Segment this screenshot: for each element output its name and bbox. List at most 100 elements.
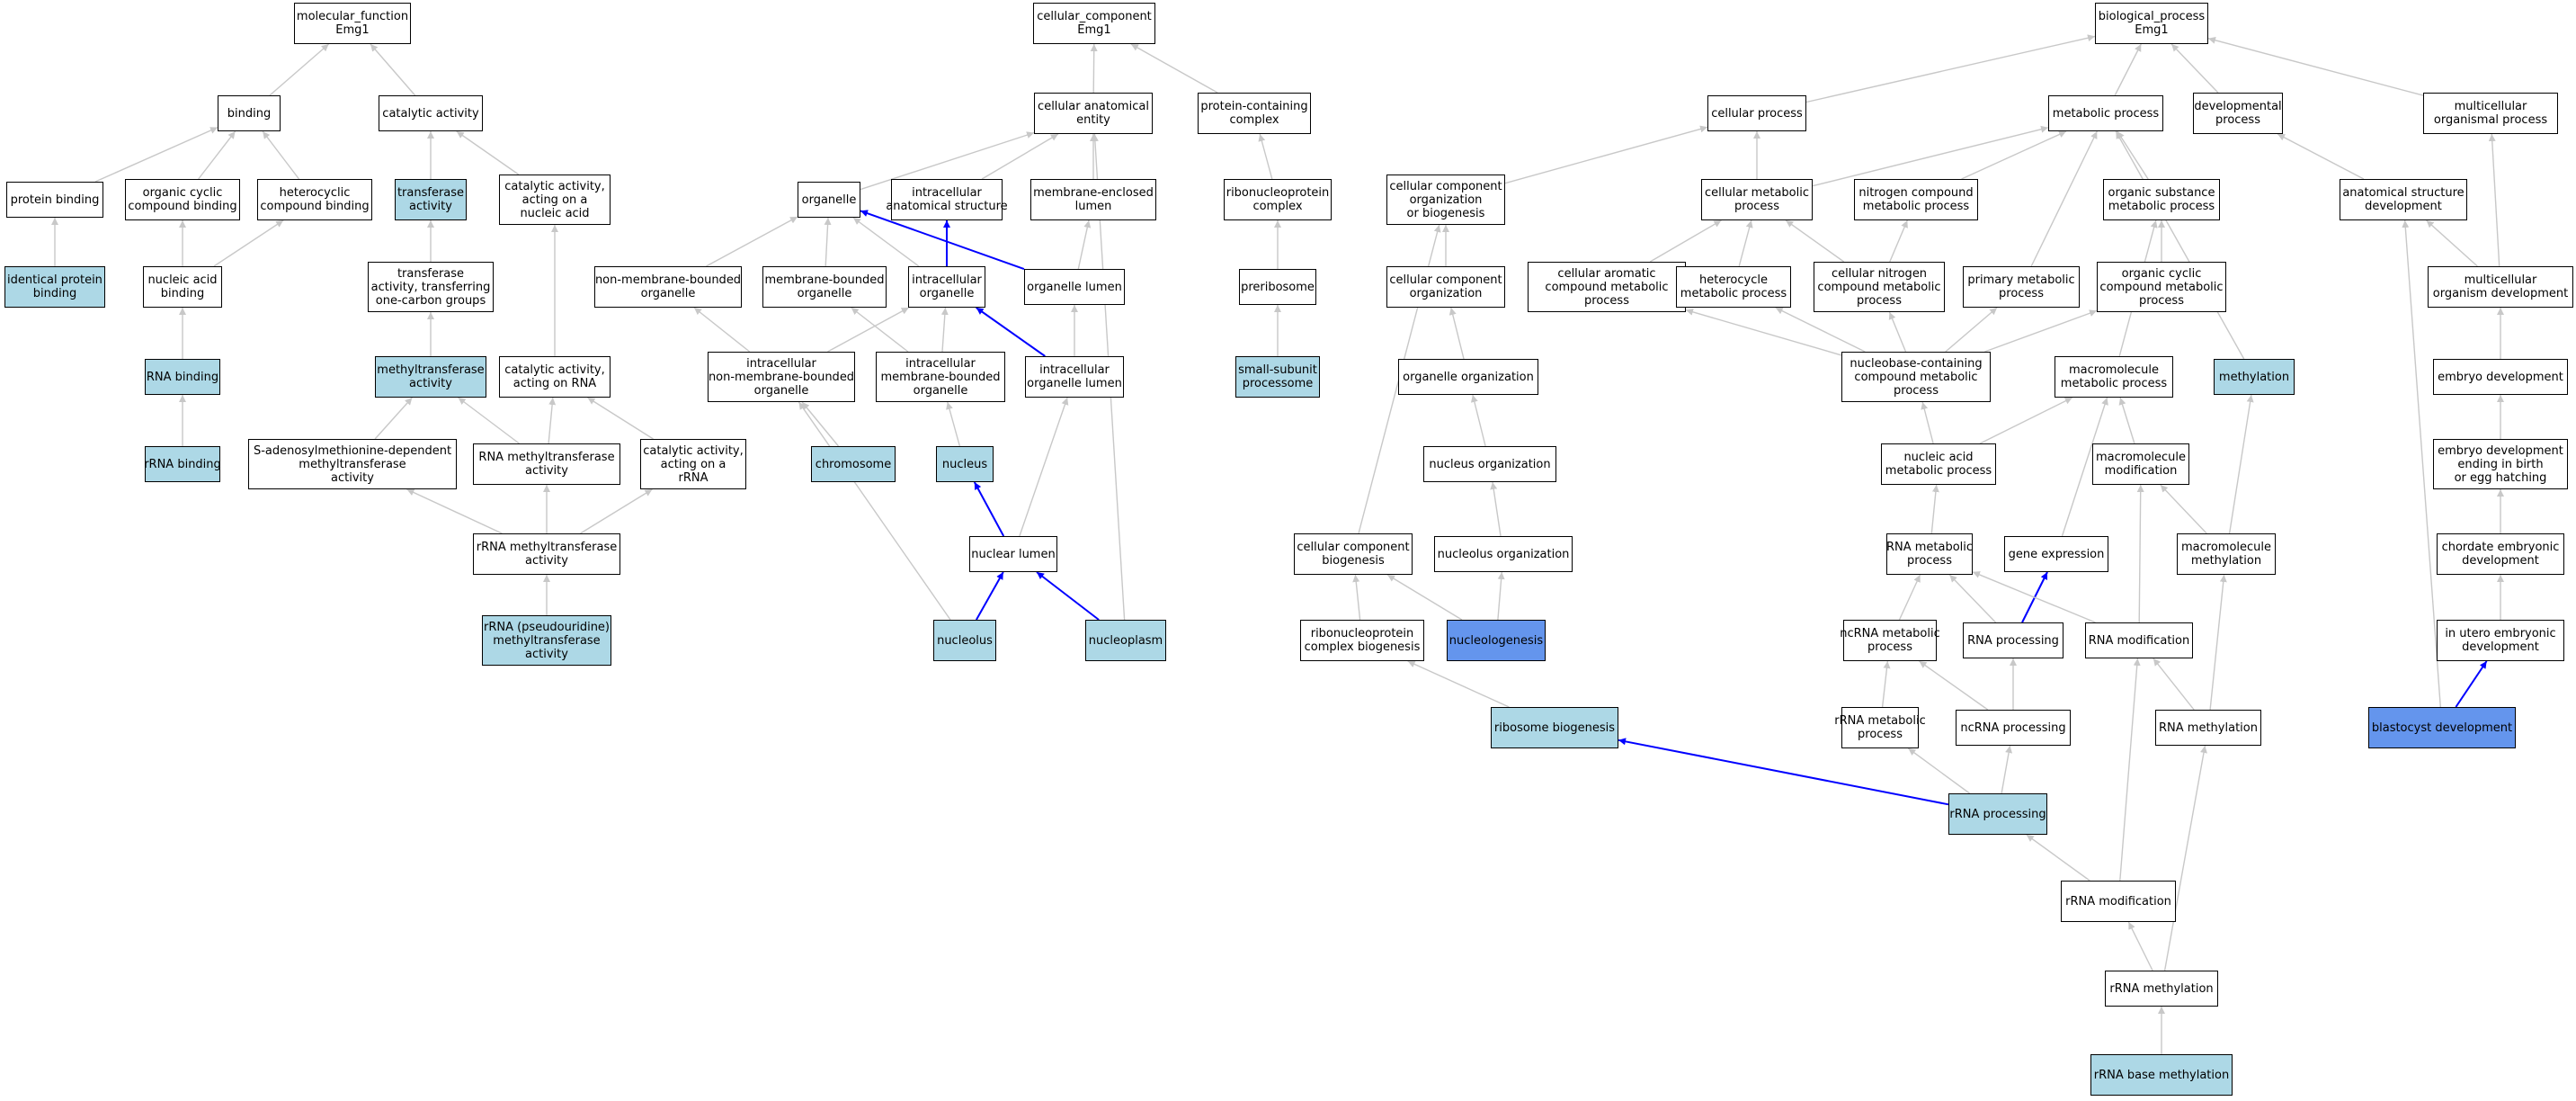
- term-node-nucleus[interactable]: nucleus: [936, 446, 994, 482]
- edge-no-to-oo: [1470, 394, 1486, 447]
- edge-pmp-to-mp: [2030, 130, 2098, 267]
- term-label-line: RNA methylation: [2159, 721, 2258, 735]
- term-node-oo[interactable]: organelle organization: [1398, 359, 1538, 395]
- term-node-protein-binding[interactable]: protein binding: [6, 182, 103, 218]
- term-node-chromosome[interactable]: chromosome: [811, 446, 896, 482]
- term-node-no[interactable]: nucleus organization: [1423, 446, 1556, 482]
- edge-rrnamp-to-ncrnamp: [1881, 660, 1891, 708]
- term-label-line: entity: [1076, 113, 1110, 127]
- term-node-preribosome[interactable]: preribosome: [1239, 269, 1316, 305]
- term-node-rnameth[interactable]: RNA methylation: [2155, 710, 2261, 746]
- term-node-cp[interactable]: cellular process: [1707, 95, 1806, 131]
- term-label-line: or egg hatching: [2454, 470, 2547, 485]
- term-node-rbm[interactable]: rRNA base methylation: [2090, 1054, 2233, 1096]
- term-node-ol[interactable]: organelle lumen: [1024, 269, 1125, 305]
- term-node-rna-binding[interactable]: RNA binding: [145, 359, 220, 395]
- term-node-rrnaproc[interactable]: rRNA processing: [1948, 793, 2047, 835]
- term-node-nuclear-lumen[interactable]: nuclear lumen: [969, 536, 1057, 572]
- term-node-bd[interactable]: blastocyst development: [2368, 707, 2516, 748]
- term-node-rrna-binding[interactable]: rRNA binding: [144, 446, 221, 482]
- term-node-catalytic[interactable]: catalytic activity: [379, 95, 483, 131]
- term-node-cat-rna[interactable]: catalytic activity,acting on RNA: [499, 356, 611, 398]
- term-node-organelle[interactable]: organelle: [798, 182, 860, 218]
- term-label-line: ribonucleoprotein: [1310, 627, 1414, 640]
- term-node-nucleoplasm[interactable]: nucleoplasm: [1085, 620, 1166, 661]
- term-label-line: intracellular: [912, 186, 982, 200]
- term-node-rb[interactable]: ribosome biogenesis: [1491, 707, 1618, 748]
- term-label-line: organelle lumen: [1027, 280, 1122, 294]
- edge-cmp-to-mp: [1812, 125, 2049, 187]
- edge-nmbo-to-organelle: [706, 216, 798, 267]
- term-node-embryo-dev[interactable]: embryo development: [2433, 359, 2568, 395]
- term-node-rnaproc[interactable]: RNA processing: [1963, 622, 2063, 658]
- term-node-nucleolus[interactable]: nucleolus: [933, 620, 996, 661]
- term-node-binding[interactable]: binding: [218, 95, 281, 131]
- term-node-ncrnaproc[interactable]: ncRNA processing: [1956, 710, 2071, 746]
- term-node-nucleologenesis[interactable]: nucleologenesis: [1447, 620, 1546, 661]
- term-node-rrnamod[interactable]: rRNA modification: [2061, 881, 2176, 922]
- term-node-ge[interactable]: gene expression: [2004, 536, 2108, 572]
- term-node-mp[interactable]: metabolic process: [2048, 95, 2163, 131]
- edge-namp-to-nccmp: [1921, 401, 1934, 444]
- term-node-methylation[interactable]: methylation: [2214, 359, 2295, 395]
- term-node-rrnameth[interactable]: rRNA methylation: [2105, 971, 2218, 1007]
- term-node-nolo[interactable]: nucleolus organization: [1434, 536, 1573, 572]
- term-node-rnamod[interactable]: RNA modification: [2085, 622, 2193, 658]
